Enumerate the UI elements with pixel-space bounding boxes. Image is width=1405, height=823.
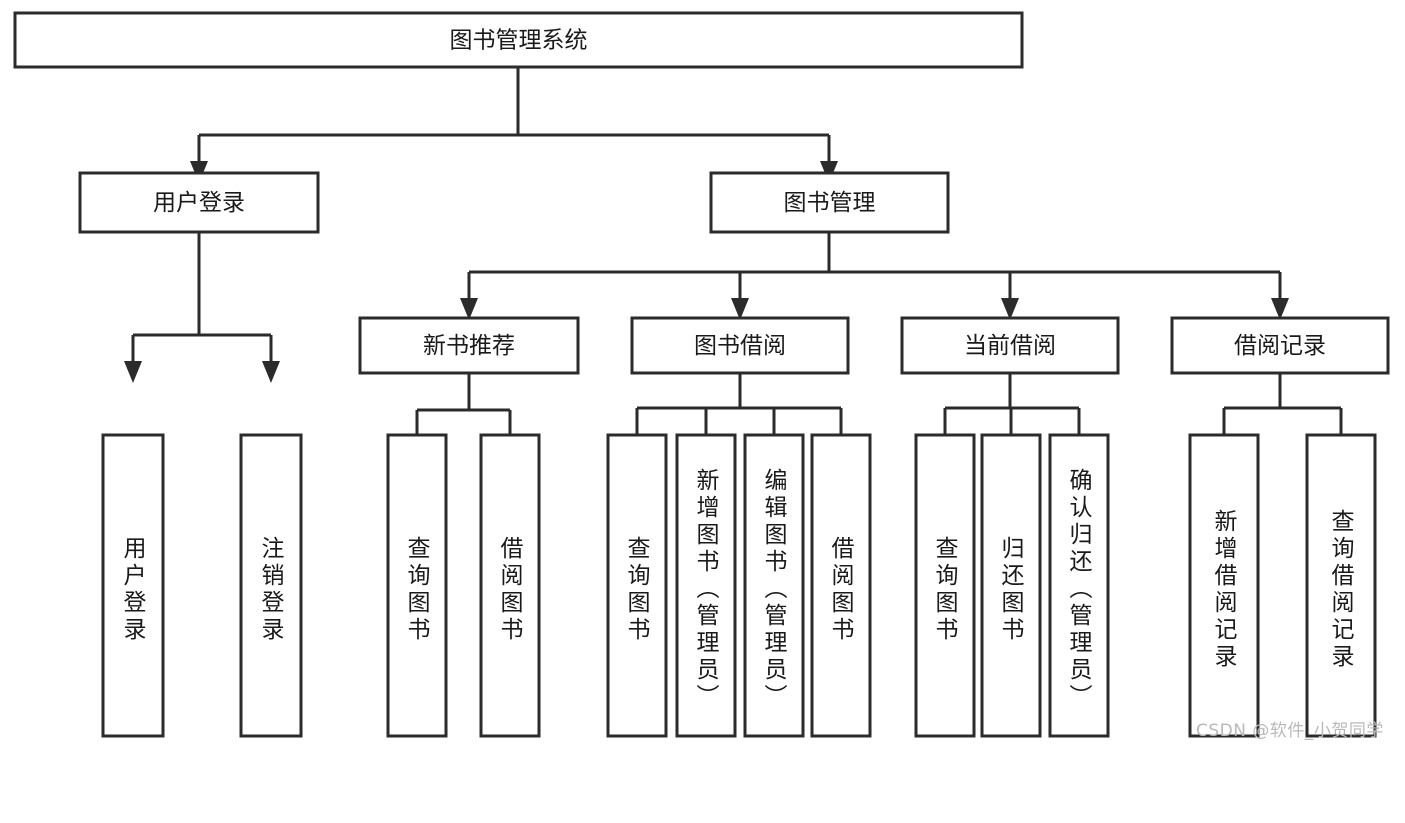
node-current-borrow[interactable] xyxy=(900,316,1120,375)
node-leaf-logout[interactable] xyxy=(239,433,303,738)
edge-group-root_to_level2 xyxy=(190,67,838,183)
node-leaf-add-borrow-record[interactable] xyxy=(1188,433,1260,738)
node-box-undefined xyxy=(13,11,1024,69)
node-box-leaf-query-book-2 xyxy=(606,433,668,738)
arrow-head xyxy=(731,298,749,320)
node-box-leaf-confirm-return xyxy=(1048,433,1110,738)
edge-group-bookmgmt_to_level3 xyxy=(460,232,1289,320)
arrow-head xyxy=(262,361,280,383)
node-borrow-record[interactable] xyxy=(1170,316,1390,375)
node-box-leaf-query-book-1 xyxy=(386,433,448,738)
node-box-leaf-add-book xyxy=(675,433,737,738)
node-book-borrow[interactable] xyxy=(630,316,850,375)
arrow-head xyxy=(1001,298,1019,320)
diagram-canvas: 图书管理系统用户登录图书管理新书推荐图书借阅当前借阅借阅记录 用户登录注销登录查… xyxy=(13,11,1390,741)
csdn-watermark: CSDN @软件_小贺同学 xyxy=(1196,721,1384,741)
node-leaf-confirm-return[interactable] xyxy=(1048,433,1110,738)
node-box-borrow-record xyxy=(1170,316,1390,375)
node-leaf-add-book[interactable] xyxy=(675,433,737,738)
edges-layer xyxy=(124,67,1350,458)
node-box-leaf-query-book-3 xyxy=(914,433,976,738)
node-box-leaf-logout xyxy=(239,433,303,738)
arrow-head xyxy=(124,361,142,383)
node-box-current-borrow xyxy=(900,316,1120,375)
node-leaf-query-book-3[interactable] xyxy=(914,433,976,738)
arrow-head xyxy=(460,298,478,320)
node-label-book-borrow: 图书借阅 xyxy=(694,333,786,359)
node-label-borrow-record: 借阅记录 xyxy=(1234,333,1326,359)
node-label-user-login: 用户登录 xyxy=(153,190,245,216)
node-leaf-edit-book[interactable] xyxy=(743,433,805,738)
arrow-head xyxy=(1271,298,1289,320)
node-box-leaf-borrow-book-1 xyxy=(479,433,541,738)
node-book-management[interactable] xyxy=(709,171,950,234)
node-box-user-login xyxy=(78,171,320,234)
node-leaf-return-book[interactable] xyxy=(980,433,1042,738)
boxes-layer xyxy=(13,11,1390,738)
node-leaf-query-borrow-record[interactable] xyxy=(1305,433,1377,738)
node-box-leaf-add-borrow-record xyxy=(1188,433,1260,738)
node-leaf-query-book-2[interactable] xyxy=(606,433,668,738)
node-box-leaf-return-book xyxy=(980,433,1042,738)
node-box-book-borrow xyxy=(630,316,850,375)
node-label-new-book-recommend: 新书推荐 xyxy=(423,333,515,359)
node-user-login[interactable] xyxy=(78,171,320,234)
node-leaf-query-book-1[interactable] xyxy=(386,433,448,738)
node-label-current-borrow: 当前借阅 xyxy=(964,333,1056,359)
node-undefined[interactable] xyxy=(13,11,1024,69)
node-leaf-borrow-book-2[interactable] xyxy=(810,433,872,738)
node-box-new-book-recommend xyxy=(358,316,580,375)
node-label-book-management: 图书管理 xyxy=(784,190,876,216)
node-box-leaf-query-borrow-record xyxy=(1305,433,1377,738)
node-box-leaf-borrow-book-2 xyxy=(810,433,872,738)
node-box-book-management xyxy=(709,171,950,234)
edge-group-userlogin_to_leaves xyxy=(124,232,280,383)
node-leaf-borrow-book-1[interactable] xyxy=(479,433,541,738)
node-box-leaf-edit-book xyxy=(743,433,805,738)
node-leaf-user-login[interactable] xyxy=(101,433,165,738)
node-new-book-recommend[interactable] xyxy=(358,316,580,375)
node-box-leaf-user-login xyxy=(101,433,165,738)
node-label-undefined: 图书管理系统 xyxy=(450,28,588,54)
